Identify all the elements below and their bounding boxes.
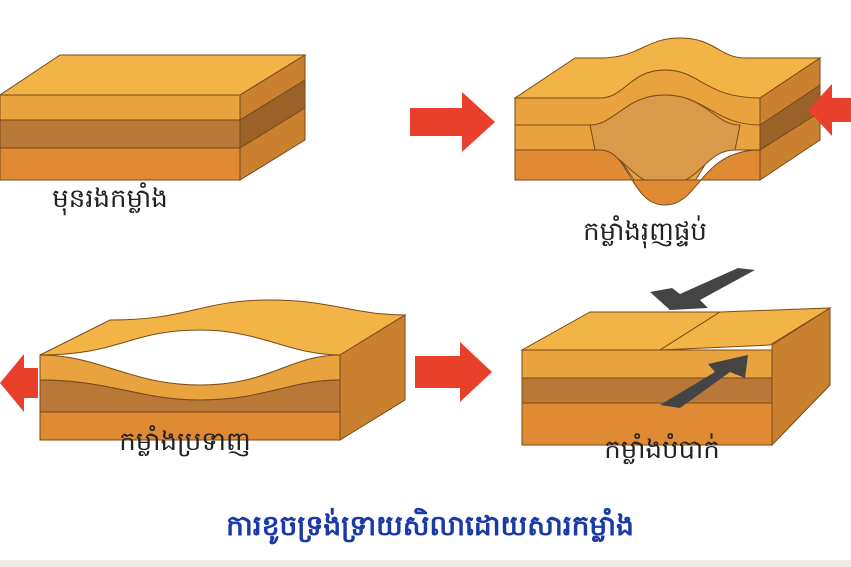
shear-arrow-top-icon — [650, 268, 755, 310]
arrow-right-icon — [415, 342, 492, 402]
block-undeformed — [0, 54, 307, 181]
diagram-title: ការខូចទ្រង់ទ្រាយសិលាដោយសារកម្លាំង — [226, 509, 634, 542]
block-shear — [520, 307, 832, 447]
label-shear: កម្លាំងបំបាក់ — [604, 435, 720, 465]
arrow-left-icon — [0, 354, 38, 412]
arrow-left-icon — [808, 84, 851, 136]
label-tension: កម្លាំងប្រទាញ — [119, 427, 251, 457]
arrow-right-icon — [410, 92, 495, 152]
label-before-force: មុនរងកម្លាំង — [52, 184, 168, 214]
label-compression: កម្លាំងរុញផ្ទប់ — [583, 217, 707, 247]
shear-arrow-bottom-icon — [660, 355, 748, 408]
block-tension — [39, 299, 407, 441]
block-compression — [513, 37, 822, 206]
bottom-divider — [0, 560, 851, 567]
